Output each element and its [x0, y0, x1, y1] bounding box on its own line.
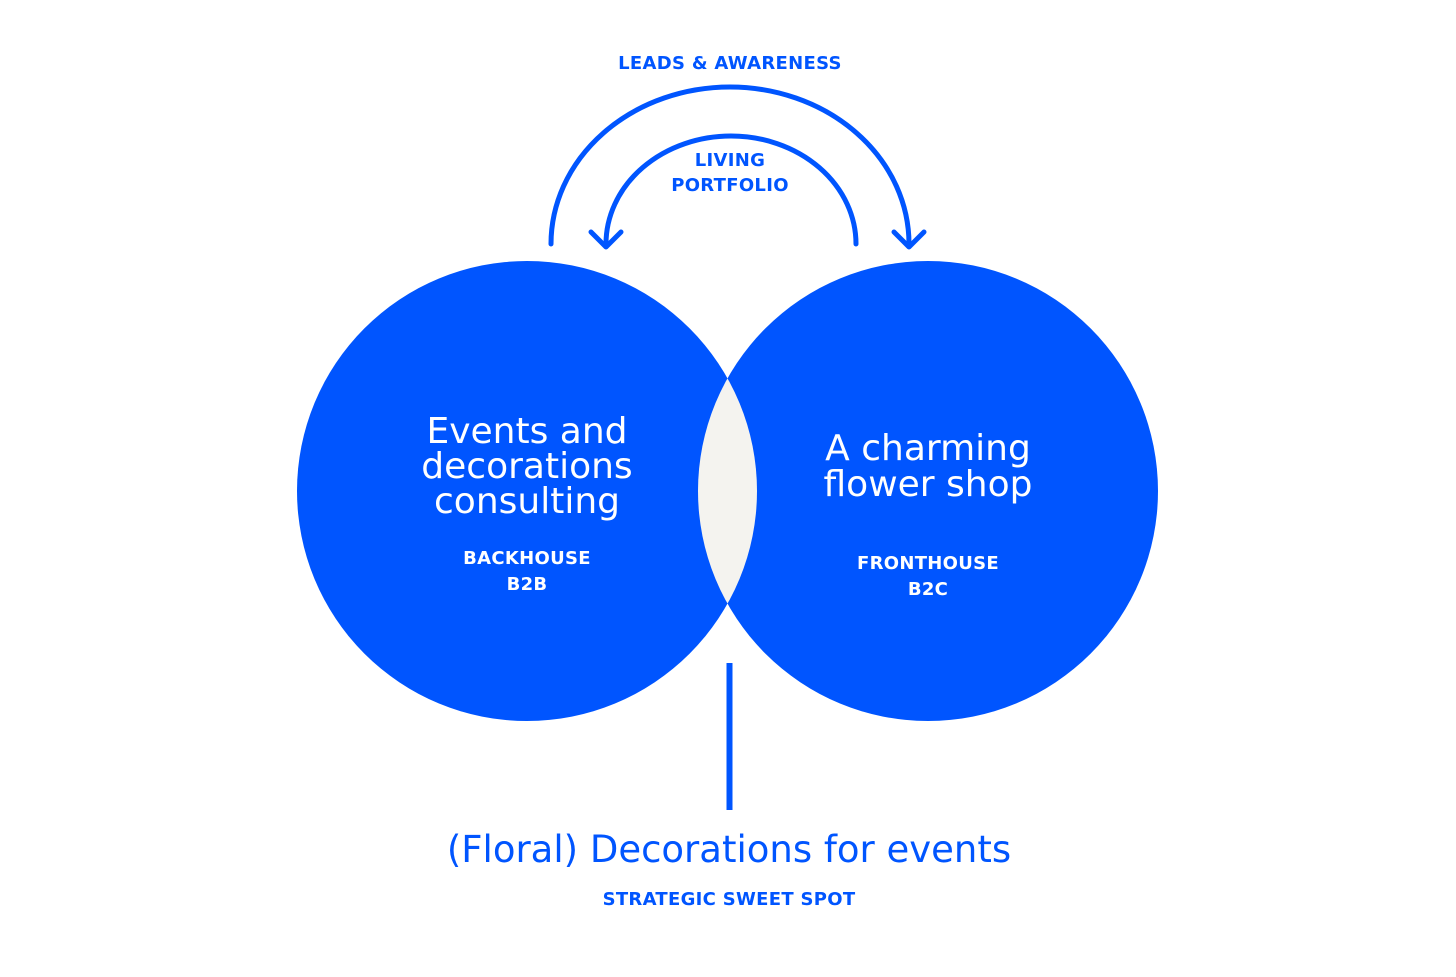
- leads-awareness-label: LEADS & AWARENESS: [618, 53, 842, 74]
- living-label: LIVING: [695, 150, 765, 171]
- outer-arc: [548, 84, 912, 247]
- right-circle: [698, 261, 1158, 721]
- right-title-line-2: flower shop: [824, 464, 1033, 505]
- inner-arc: [603, 133, 859, 247]
- portfolio-label: PORTFOLIO: [671, 175, 789, 196]
- sweet-spot-pointer-line: [726, 663, 733, 810]
- left-sub-line-1: BACKHOUSE: [463, 548, 591, 569]
- inner-arrowhead-icon: [588, 229, 624, 250]
- outer-arrowhead-icon: [891, 229, 927, 250]
- right-sub-line-1: FRONTHOUSE: [857, 553, 999, 574]
- left-sub-line-2: B2B: [507, 574, 548, 595]
- right-title-line-1: A charming: [825, 428, 1031, 469]
- left-title-line-3: consulting: [434, 481, 620, 522]
- right-sub-line-2: B2C: [908, 579, 948, 600]
- sweet-spot-title: (Floral) Decorations for events: [447, 828, 1011, 871]
- sweet-spot-subtitle: STRATEGIC SWEET SPOT: [603, 889, 856, 910]
- left-title-line-2: decorations: [421, 446, 632, 487]
- left-title-line-1: Events and: [426, 411, 627, 452]
- left-circle: [297, 261, 757, 721]
